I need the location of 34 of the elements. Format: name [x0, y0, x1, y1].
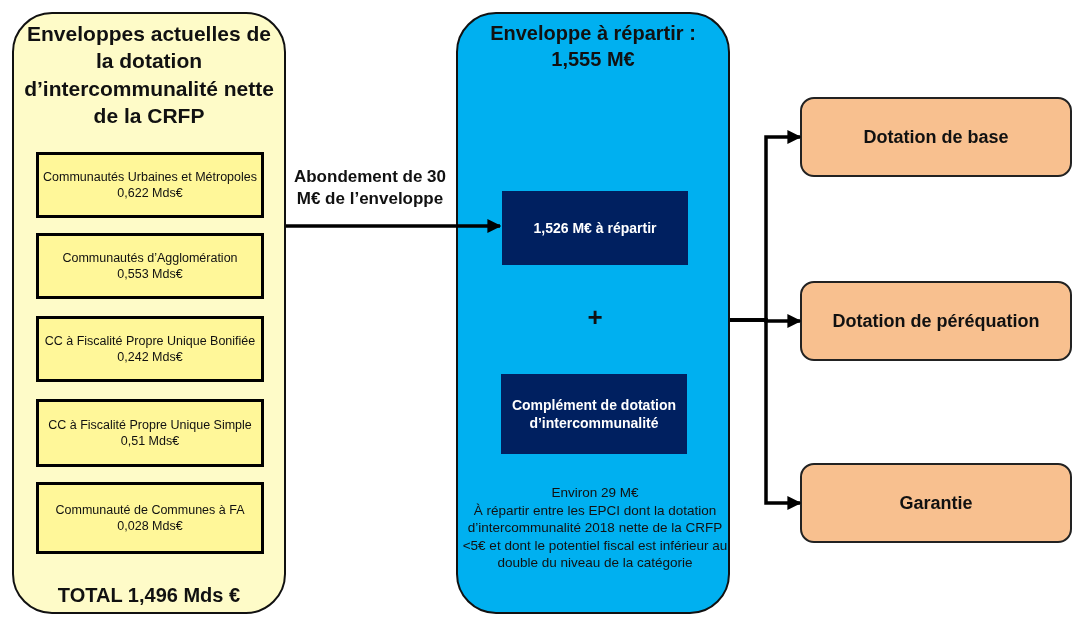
category-name: CC à Fiscalité Propre Unique Bonifiée — [43, 332, 257, 349]
rounded-panel — [12, 12, 286, 614]
panel-heading: Enveloppes actuelles de la dotation d’intercommunalité nette de la CRFP — [23, 21, 275, 129]
rounded-panel — [456, 12, 730, 614]
amount-text: 0,028 Mds€ — [116, 518, 184, 535]
category-name: Communautés d’Agglomération — [61, 249, 239, 266]
category-box — [36, 233, 264, 299]
category-name: CC à Fiscalité Propre Unique Simple — [47, 416, 253, 433]
outcome-box — [800, 463, 1072, 543]
arrow — [730, 318, 802, 510]
box-text: 1,526 M€ à répartir — [532, 218, 658, 238]
amount-box — [501, 374, 687, 454]
arrow — [286, 219, 502, 233]
amount-text: 0,622 Mds€ — [116, 185, 184, 202]
box-text: Complément de dotation d’intercommunalité — [510, 395, 678, 433]
note-text: Environ 29 M€ À répartir entre les EPCI dont la dotation d’intercommunalité 2018 nette de la CRFP <5€ et dont le potentiel fiscal est inférieur au double du niveau de la catégorie — [462, 484, 728, 572]
amount-text: 0,51 Mds€ — [119, 433, 181, 450]
category-name: Communautés Urbaines et Métropoles — [42, 168, 258, 185]
amount-text: 0,242 Mds€ — [116, 349, 184, 366]
panel-heading: Enveloppe à répartir : 1,555 M€ — [489, 21, 697, 72]
box-text: Dotation de péréquation — [832, 310, 1040, 332]
amount-text: 0,553 Mds€ — [116, 266, 184, 283]
amount-box — [502, 191, 688, 265]
category-box — [36, 482, 264, 554]
outcome-box — [800, 281, 1072, 361]
category-box — [36, 316, 264, 382]
category-name: Communauté de Communes à FA — [54, 501, 246, 518]
total-text: TOTAL 1,496 Mds € — [57, 583, 241, 608]
box-text: Dotation de base — [863, 126, 1009, 148]
category-box — [36, 152, 264, 218]
outcome-box — [800, 97, 1072, 177]
box-text: Garantie — [899, 492, 973, 514]
category-box — [36, 399, 264, 467]
plus-sign: + — [586, 302, 604, 333]
